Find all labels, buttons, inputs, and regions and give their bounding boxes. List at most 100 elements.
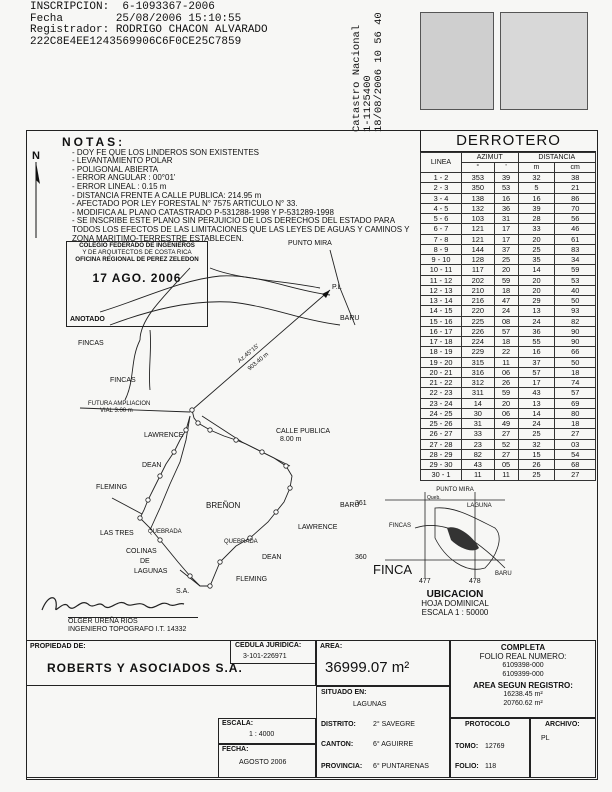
provincia-label: PROVINCIA: <box>321 763 363 770</box>
table-cell: 06 <box>493 366 519 379</box>
archivo-cell: ARCHIVO: PL <box>530 718 596 778</box>
table-cell: 90 <box>554 335 596 348</box>
las-tres-label: LAS TRES <box>100 530 134 537</box>
map-punto-mira: PUNTO MIRA <box>436 487 474 493</box>
table-cell: 128 <box>461 253 495 266</box>
table-cell: 14 <box>517 407 556 420</box>
fleming-label: FLEMING <box>236 576 268 583</box>
table-cell: 121 <box>461 233 495 245</box>
table-cell: 20 <box>493 264 519 276</box>
table-cell: 47 <box>493 294 519 307</box>
lagunas-label: LAGUNAS <box>134 568 168 575</box>
area-cell: AREA: 36999.07 m² <box>316 640 450 686</box>
table-cell: 224 <box>461 335 495 348</box>
table-cell: 11 - 12 <box>420 274 462 286</box>
futura-ampliacion-label: FUTURA AMPLIACION <box>88 401 151 407</box>
escala-value: 1 : 4000 <box>249 731 275 738</box>
table-cell: 20 <box>493 397 519 409</box>
table-cell: 93 <box>554 305 596 317</box>
colegio-stamp: COLEGIO FEDERADO DE INGENIEROS Y DE ARQU… <box>66 241 208 327</box>
quebrada-label: QUEBRADA <box>148 529 182 535</box>
punto-mira-label: PUNTO MIRA <box>288 240 332 247</box>
table-cell: 57 <box>493 325 519 338</box>
map-baru: BARU <box>495 571 512 577</box>
notes-list: DOY FE QUE LOS LINDEROS SON EXISTENTES L… <box>62 148 412 244</box>
fecha-value: AGOSTO 2006 <box>239 759 287 766</box>
note-item: MODIFICA AL PLANO CATASTRADO P-531288-19… <box>72 208 412 218</box>
table-cell: 27 <box>554 469 596 481</box>
tomo-value: 12769 <box>485 743 505 750</box>
signer-title: INGENIERO TOPOGRAFO I.T. 14332 <box>68 626 187 633</box>
fecha-line: Fecha 25/08/2006 15:10:55 <box>30 12 242 25</box>
folio-real-label: FOLIO REAL NUMERO: <box>479 652 567 661</box>
table-cell: 226 <box>461 325 495 338</box>
folio-real-2: 6109399-000 <box>502 671 544 678</box>
dean-label: DEAN <box>262 554 282 561</box>
archivo-label: ARCHIVO: <box>545 721 580 728</box>
table-cell: 21 <box>554 182 596 194</box>
table-cell: 21 - 22 <box>420 376 462 389</box>
table-cell: 2 - 3 <box>420 182 462 194</box>
table-cell: 08 <box>493 315 519 327</box>
colegio-date: 17 AGO. 2006 <box>92 271 182 285</box>
area-value: 36999.07 m² <box>325 659 410 676</box>
table-cell: 57 <box>517 366 556 379</box>
table-cell: 16 <box>517 346 556 358</box>
table-cell: 37 <box>517 356 556 368</box>
table-cell: 55 <box>517 335 556 348</box>
fincas-label: FINCAS <box>78 340 104 347</box>
table-cell: 216 <box>461 294 495 307</box>
table-cell: 52 <box>493 438 519 450</box>
table-cell: 36 <box>517 325 556 338</box>
street-edge <box>201 415 291 467</box>
vial-label: VIAL 3.00 m <box>100 408 133 414</box>
location-cell: SITUADO EN: LAGUNAS DISTRITO: 2° SAVEGRE… <box>316 686 450 778</box>
pl-label: P.L <box>332 284 342 291</box>
owner-name: ROBERTS Y ASOCIADOS S.A. <box>47 661 243 675</box>
table-cell: 25 <box>517 469 556 481</box>
table-cell: 38 <box>554 171 596 184</box>
table-cell: 24 - 25 <box>420 407 462 420</box>
table-cell: 117 <box>461 264 495 276</box>
grid-360: 360 <box>355 554 367 561</box>
table-cell: 11 <box>461 469 495 481</box>
sight-line <box>191 289 331 411</box>
ubicacion-escala: ESCALA 1 : 50000 <box>421 608 489 617</box>
ubicacion-hoja: HOJA DOMINICAL <box>421 599 489 608</box>
table-cell: 350 <box>461 182 495 194</box>
table-cell: 53 <box>493 182 519 194</box>
table-cell: 17 <box>493 233 519 245</box>
table-cell: 229 <box>461 346 495 358</box>
map-finca-label: FINCA <box>373 562 412 577</box>
situado-label: SITUADO EN: <box>321 689 367 696</box>
table-cell: 82 <box>554 315 596 327</box>
archivo-value: PL <box>541 735 550 742</box>
quebrada-label: QUEBRADA <box>224 539 258 545</box>
table-cell: 54 <box>554 448 596 461</box>
table-cell: 18 <box>493 335 519 348</box>
area-label: AREA: <box>320 643 343 650</box>
property-polygon <box>139 409 293 587</box>
table-cell: 13 <box>517 305 556 317</box>
signature-image <box>41 597 185 611</box>
street-edge <box>149 415 191 531</box>
canton-label: CANTON: <box>321 741 354 748</box>
table-cell: 40 <box>554 284 596 297</box>
table-cell: 57 <box>554 387 596 399</box>
table-cell: 210 <box>461 284 495 297</box>
contour-line <box>99 275 331 313</box>
colinas-label: COLINAS <box>126 548 157 555</box>
table-cell: 13 <box>517 397 556 409</box>
table-cell: 83 <box>554 243 596 256</box>
table-cell: 312 <box>461 376 495 389</box>
